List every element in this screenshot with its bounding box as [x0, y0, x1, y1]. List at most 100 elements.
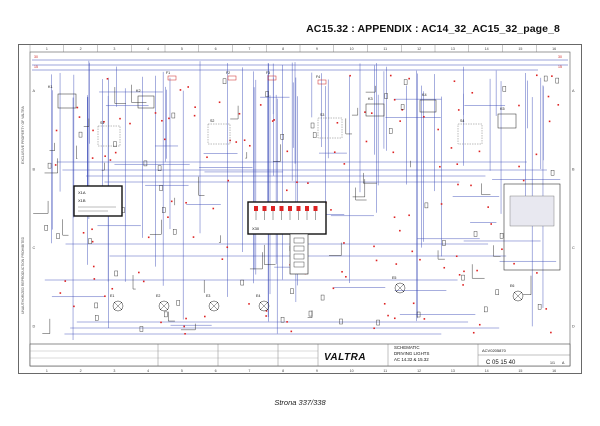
connector-pin [349, 74, 351, 77]
connector-pin [393, 98, 396, 101]
column-label: 1 [46, 369, 48, 373]
component-block [240, 279, 244, 286]
wire [132, 275, 136, 290]
connector-pin [476, 269, 478, 272]
connector-pin [119, 117, 121, 120]
connector-pin [271, 120, 274, 122]
svg-text:E1: E1 [110, 294, 114, 298]
row-label: B [572, 168, 575, 172]
wire [180, 323, 196, 331]
connector-pin [389, 74, 392, 77]
svg-text:F4: F4 [316, 75, 320, 79]
left-margin-text-bottom: UNAUTHORIZED REPRODUCTION PROHIBITED [21, 236, 25, 314]
relay-k5: K5 [497, 107, 517, 129]
connector-pin [91, 157, 94, 159]
connector-pin [170, 200, 173, 203]
valtra-logo: VALTRA [324, 352, 366, 363]
connector-pin [478, 323, 481, 326]
connector-pin [288, 206, 292, 211]
svg-text:E3: E3 [206, 294, 210, 298]
component-block [143, 160, 148, 167]
connector-pin [411, 250, 414, 253]
fuse-f4: F4 [316, 75, 327, 85]
connector-box-center-label: X30 [252, 226, 260, 231]
connector-pin [545, 308, 548, 310]
fuse-f3: F3 [266, 71, 277, 81]
connector-pin [248, 144, 251, 147]
wire [44, 158, 58, 174]
connector-pin [92, 265, 95, 268]
component-block [376, 319, 380, 326]
connector-pin [307, 182, 309, 184]
switch-s1: S1 [97, 121, 121, 147]
row-label: A [572, 89, 575, 93]
column-label: 9 [316, 369, 318, 373]
connector-pin [91, 240, 94, 243]
connector-pin [419, 258, 421, 261]
column-label: 9 [316, 47, 318, 51]
svg-text:E5: E5 [392, 276, 396, 280]
connector-pin [238, 112, 241, 115]
connector-pin [412, 302, 415, 305]
connector-pins [254, 206, 318, 220]
wire [471, 264, 485, 279]
svg-text:K1: K1 [48, 85, 53, 89]
svg-text:K5: K5 [500, 107, 505, 111]
connector-pin [547, 95, 550, 98]
module-right [503, 183, 561, 271]
connector-pin [142, 280, 145, 283]
wire [149, 219, 162, 235]
connector-pin [462, 284, 464, 286]
column-label: 7 [248, 369, 250, 373]
connector-pin [262, 206, 267, 211]
supply-rails [32, 59, 568, 71]
connector-pin [265, 315, 267, 317]
component-block [495, 289, 499, 295]
connector-pin [273, 119, 276, 121]
component-block [47, 162, 52, 169]
svg-text:F3: F3 [266, 71, 270, 75]
wire [198, 176, 205, 196]
connector-pin [401, 109, 404, 111]
connector-pin [333, 151, 336, 153]
switch-s2: S2 [207, 119, 231, 145]
connector-pin [345, 275, 347, 278]
connector-pin [332, 287, 335, 290]
rail-label-right-2: 15 [558, 65, 562, 69]
column-label: 16 [552, 47, 556, 51]
wire [114, 87, 126, 104]
connector-pin [437, 128, 439, 131]
connector-pin [185, 201, 187, 204]
component-block [543, 75, 548, 82]
column-label: 12 [417, 369, 421, 373]
connector-box-center [247, 201, 327, 235]
component-block [416, 311, 421, 318]
column-label: 13 [451, 47, 455, 51]
svg-text:K2: K2 [136, 89, 141, 93]
drawing-number: ACV0205870 [482, 348, 507, 353]
connector-pin [472, 331, 475, 334]
connector-pin [290, 330, 293, 333]
connector-pin [453, 80, 456, 83]
connector-pin [535, 74, 538, 77]
horizontal-wires [44, 91, 561, 335]
wire [365, 85, 376, 93]
component-block [388, 128, 393, 134]
connector-pin [111, 287, 114, 290]
connector-pin [365, 140, 368, 143]
connector-pin [185, 317, 187, 320]
column-label: 7 [248, 47, 250, 51]
connector-pin [147, 236, 150, 239]
column-label: 14 [485, 369, 489, 373]
connector-pin [536, 272, 538, 274]
connector-pin [184, 332, 186, 335]
connector-box-left-label-b: X1B [78, 198, 86, 203]
schematic-title-3: AC 14.32 & 15.32 [394, 357, 429, 362]
component-block [310, 122, 315, 129]
component-block [442, 240, 446, 246]
connector-pin [265, 310, 268, 312]
wire [230, 105, 239, 120]
connector-pin [54, 164, 57, 166]
